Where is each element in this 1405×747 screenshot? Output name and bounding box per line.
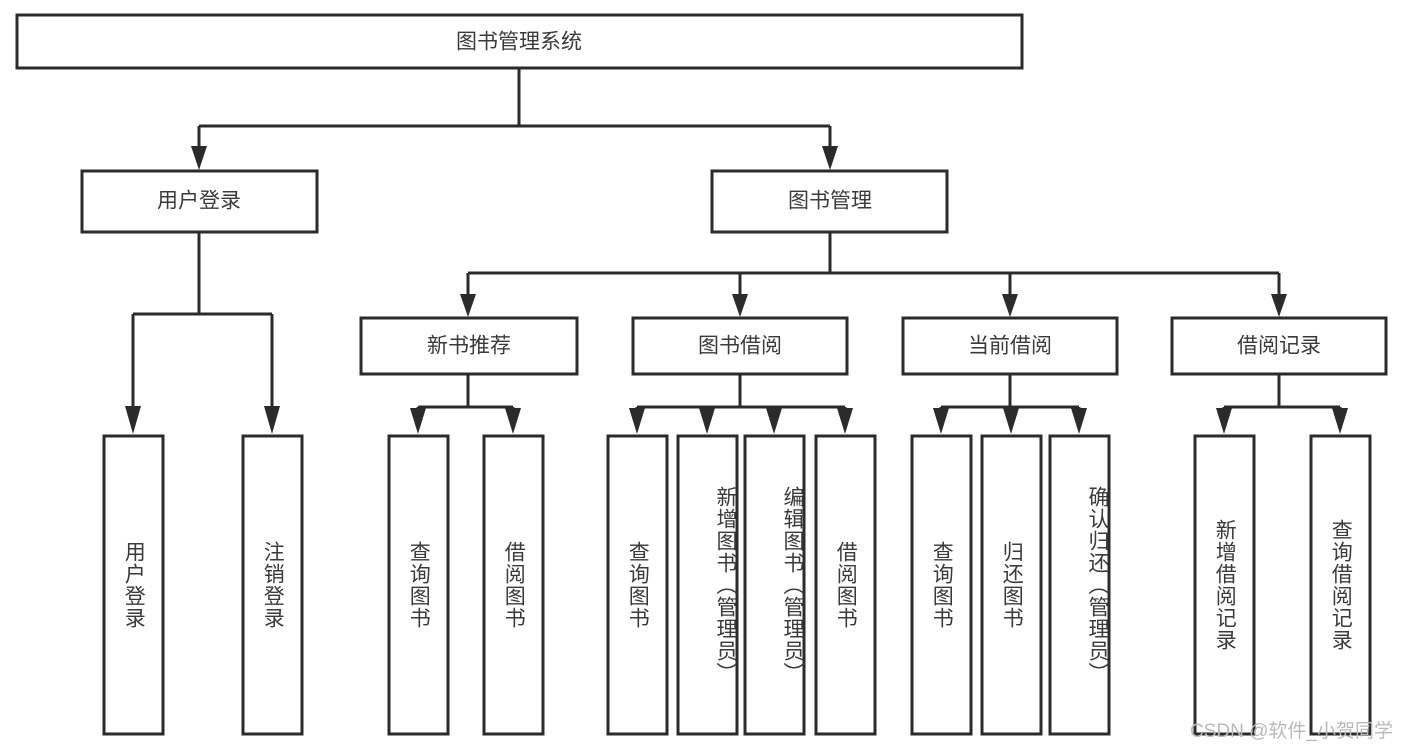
node-new-book-rec-box[interactable]	[359, 316, 579, 376]
node-root-box[interactable]	[15, 13, 1024, 70]
node-borrow-record-label: 借阅记录	[1237, 335, 1321, 358]
arrow-head-leaf-borrow-book-1	[505, 408, 521, 434]
node-leaf-borrow-book-2-box[interactable]	[814, 434, 877, 736]
arrow-head-leaf-add-book	[699, 408, 715, 434]
arrow-head-leaf-borrow-book-2	[837, 408, 853, 434]
node-book-borrow-label: 图书借阅	[698, 335, 782, 358]
arrow-head-leaf-confirm-return	[1071, 408, 1087, 434]
connector-group-book-manage	[460, 232, 1287, 317]
arrow-head-leaf-query-book-1	[410, 408, 426, 434]
node-current-borrow-label: 当前借阅	[968, 335, 1052, 358]
node-new-book-rec[interactable]: 新书推荐	[359, 316, 579, 376]
node-book-borrow[interactable]: 图书借阅	[631, 316, 849, 376]
node-user-login-label: 用户登录	[157, 190, 241, 213]
arrow-head-leaf-return-book	[1003, 408, 1019, 434]
node-root-label: 图书管理系统	[456, 31, 582, 54]
node-leaf-query-book-1-box[interactable]	[387, 434, 450, 736]
leaf-boxes	[102, 434, 1372, 736]
node-book-manage-label: 图书管理	[788, 190, 872, 213]
connector-group-borrow-record	[1216, 374, 1348, 434]
node-user-login-box[interactable]	[80, 169, 319, 234]
connector-group-root	[191, 68, 838, 170]
node-leaf-add-book-box[interactable]	[676, 434, 739, 736]
node-root[interactable]: 图书管理系统	[15, 13, 1024, 70]
arrow-head-book-borrow	[732, 294, 748, 317]
arrow-head-leaf-add-record	[1216, 408, 1232, 434]
node-borrow-record[interactable]: 借阅记录	[1170, 316, 1388, 376]
node-leaf-edit-book-box[interactable]	[743, 434, 806, 736]
arrow-head-current-borrow	[1002, 294, 1018, 317]
node-leaf-query-book-2-box[interactable]	[606, 434, 669, 736]
arrow-head-user-login	[191, 146, 207, 170]
arrow-head-leaf-user-login	[125, 406, 141, 434]
node-current-borrow-box[interactable]	[901, 316, 1119, 376]
node-current-borrow[interactable]: 当前借阅	[901, 316, 1119, 376]
node-leaf-user-login-box[interactable]	[102, 434, 165, 736]
arrow-head-leaf-query-record	[1332, 408, 1348, 434]
arrow-head-borrow-record	[1271, 294, 1287, 317]
node-leaf-user-logout-box[interactable]	[241, 434, 304, 736]
node-book-manage-box[interactable]	[710, 169, 949, 234]
connector-group-book-borrow	[629, 374, 853, 434]
node-book-borrow-box[interactable]	[631, 316, 849, 376]
node-leaf-query-book-3-box[interactable]	[910, 434, 973, 736]
node-leaf-add-record-box[interactable]	[1193, 434, 1256, 736]
arrow-head-leaf-query-book-2	[629, 408, 645, 434]
connector-group-current-borrow	[933, 374, 1087, 434]
node-leaf-query-record-box[interactable]	[1309, 434, 1372, 736]
node-leaf-confirm-return-box[interactable]	[1048, 434, 1111, 736]
node-leaf-borrow-book-1-box[interactable]	[482, 434, 545, 736]
node-leaf-return-book-box[interactable]	[980, 434, 1043, 736]
node-new-book-rec-label: 新书推荐	[427, 335, 511, 358]
connector-group-new-book-rec	[410, 374, 521, 434]
arrow-head-book-manage	[822, 146, 838, 170]
arrow-head-leaf-edit-book	[766, 408, 782, 434]
node-user-login[interactable]: 用户登录	[80, 169, 319, 234]
arrow-head-new-book-rec	[460, 294, 476, 317]
arrow-head-leaf-query-book-3	[933, 408, 949, 434]
arrow-head-leaf-user-logout	[264, 406, 280, 434]
node-borrow-record-box[interactable]	[1170, 316, 1388, 376]
node-book-manage[interactable]: 图书管理	[710, 169, 949, 234]
connector-group-user-login	[125, 232, 280, 434]
csdn-watermark: CSDN @软件_小贺同学	[1190, 721, 1393, 742]
